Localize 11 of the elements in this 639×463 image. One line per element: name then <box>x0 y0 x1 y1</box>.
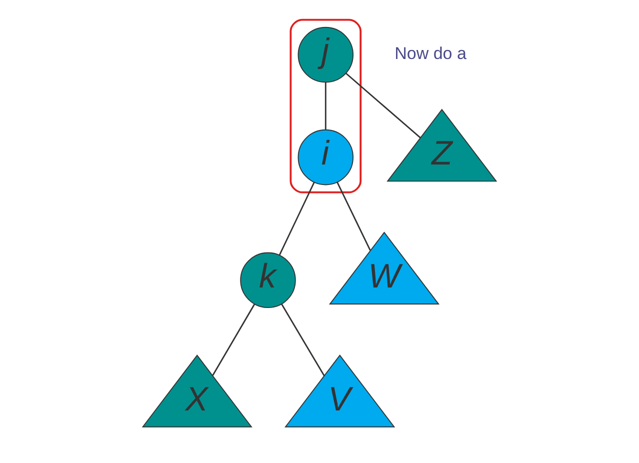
node-circle: j <box>298 26 354 83</box>
node-circle: i <box>298 129 354 186</box>
connector <box>345 72 421 138</box>
node-circle: k <box>240 252 296 308</box>
connector <box>324 82 326 130</box>
connector <box>212 304 256 376</box>
label: Now do a <box>394 44 466 63</box>
cluster <box>290 18 362 194</box>
connector <box>336 182 371 251</box>
connector <box>278 182 315 256</box>
connector <box>281 304 325 376</box>
